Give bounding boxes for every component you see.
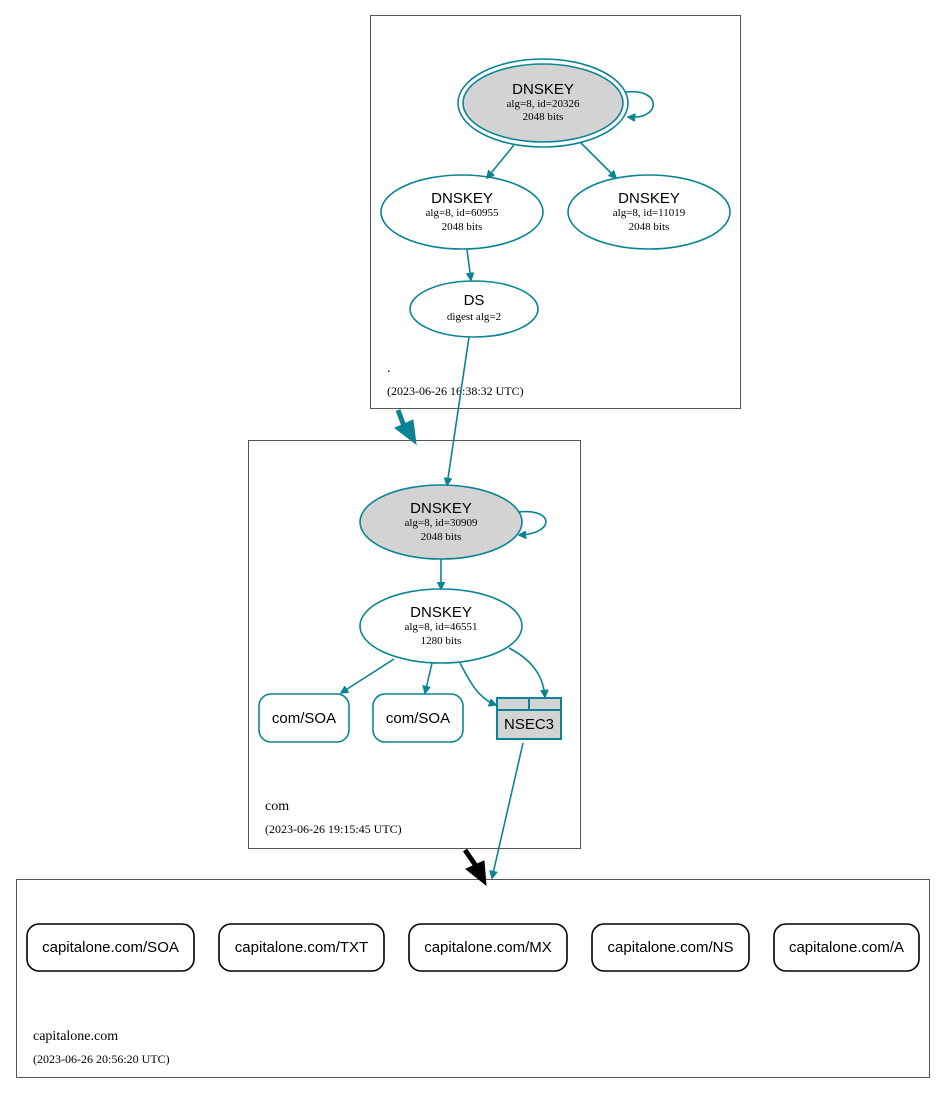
- edge-com-ksk-self: [517, 510, 547, 535]
- zone-capitalone-box: [16, 879, 930, 1078]
- zone-com: DNSKEY alg=8, id=30909 2048 bits DNSKEY …: [248, 440, 581, 849]
- edge-root-ksk-zsk1: [487, 144, 515, 178]
- com-soa1-box: [258, 693, 350, 743]
- com-zone-name: com: [265, 799, 289, 814]
- com-soa2-label: com/SOA: [386, 710, 450, 727]
- root-zsk1-ellipse: [380, 174, 544, 250]
- edge-com-zsk-nsec3-b: [508, 647, 545, 697]
- capitalone-zone-timestamp: (2023-06-26 20:56:20 UTC): [33, 1052, 170, 1066]
- root-ksk-line1: alg=8, id=20326: [507, 98, 580, 110]
- edge-root-ksk-zsk2: [580, 142, 616, 178]
- com-zsk-line1: alg=8, id=46551: [405, 621, 478, 633]
- capitalone-soa-node[interactable]: capitalone.com/SOA: [26, 923, 195, 972]
- root-zsk1-line1: alg=8, id=60955: [426, 207, 499, 219]
- edge-delegation-root-com-shaft: [395, 409, 407, 427]
- edge-delegation-root-com-head: [394, 419, 417, 446]
- com-ksk-node[interactable]: DNSKEY alg=8, id=30909 2048 bits: [359, 484, 523, 560]
- com-zsk-node[interactable]: DNSKEY alg=8, id=46551 1280 bits: [359, 588, 523, 664]
- edge-delegation-com-capitalone-shaft: [462, 848, 479, 868]
- com-zsk-line2: 1280 bits: [421, 635, 462, 647]
- com-soa1-label: com/SOA: [272, 710, 336, 727]
- root-ds-line1: digest alg=2: [447, 311, 501, 323]
- capitalone-txt-node[interactable]: capitalone.com/TXT: [218, 923, 385, 972]
- capitalone-soa-box: [26, 923, 195, 972]
- edges: [341, 90, 654, 887]
- com-soa1-node[interactable]: com/SOA: [258, 693, 350, 743]
- root-zsk2-node[interactable]: DNSKEY alg=8, id=11019 2048 bits: [567, 174, 731, 250]
- edge-com-zsk-soa2: [425, 662, 433, 693]
- root-zsk2-ellipse: [567, 174, 731, 250]
- root-ds-title: DS: [464, 292, 485, 309]
- capitalone-ns-label: capitalone.com/NS: [608, 939, 734, 956]
- com-zsk-title: DNSKEY: [410, 604, 472, 621]
- root-ksk-node[interactable]: DNSKEY alg=8, id=20326 2048 bits: [457, 58, 629, 148]
- capitalone-a-box: [773, 923, 920, 972]
- com-zone-timestamp: (2023-06-26 19:15:45 UTC): [265, 822, 402, 836]
- capitalone-txt-box: [218, 923, 385, 972]
- edge-com-zsk-nsec3-a: [459, 662, 496, 705]
- capitalone-mx-label: capitalone.com/MX: [424, 939, 552, 956]
- root-zone-timestamp: (2023-06-26 16:38:32 UTC): [387, 384, 524, 398]
- root-zsk2-line2: 2048 bits: [629, 221, 670, 233]
- root-ksk-title: DNSKEY: [512, 81, 574, 98]
- com-soa2-node[interactable]: com/SOA: [372, 693, 464, 743]
- root-zsk2-line1: alg=8, id=11019: [613, 207, 686, 219]
- edge-ds-com-ksk: [447, 336, 470, 485]
- capitalone-mx-node[interactable]: capitalone.com/MX: [408, 923, 568, 972]
- capitalone-ns-box: [591, 923, 750, 972]
- capitalone-a-node[interactable]: capitalone.com/A: [773, 923, 920, 972]
- com-ksk-title: DNSKEY: [410, 500, 472, 517]
- root-zsk1-title: DNSKEY: [431, 190, 493, 207]
- root-ksk-ellipse: [462, 63, 624, 143]
- capitalone-a-label: capitalone.com/A: [789, 939, 904, 956]
- capitalone-txt-label: capitalone.com/TXT: [235, 939, 368, 956]
- root-zsk1-line2: 2048 bits: [442, 221, 483, 233]
- com-nsec3-label: NSEC3: [504, 716, 554, 733]
- capitalone-zone-name: capitalone.com: [33, 1029, 118, 1044]
- com-ksk-line2: 2048 bits: [421, 531, 462, 543]
- com-nsec3-node[interactable]: NSEC3: [496, 697, 562, 740]
- root-ds-ellipse: [409, 280, 539, 338]
- root-ksk-line2: 2048 bits: [523, 111, 564, 123]
- capitalone-soa-label: capitalone.com/SOA: [42, 939, 179, 956]
- com-soa2-box: [372, 693, 464, 743]
- root-zone-name: .: [387, 361, 391, 376]
- root-zsk2-title: DNSKEY: [618, 190, 680, 207]
- com-ksk-line1: alg=8, id=30909: [405, 517, 478, 529]
- capitalone-ns-node[interactable]: capitalone.com/NS: [591, 923, 750, 972]
- root-zsk1-node[interactable]: DNSKEY alg=8, id=60955 2048 bits: [380, 174, 544, 250]
- edge-com-zsk-soa1: [341, 658, 395, 693]
- zone-capitalone: capitalone.com/SOA capitalone.com/TXT ca…: [16, 879, 930, 1078]
- edge-root-zsk1-ds: [467, 249, 471, 280]
- zone-root: DNSKEY alg=8, id=20326 2048 bits DNSKEY …: [370, 15, 741, 409]
- edge-delegation-com-capitalone-head: [465, 860, 487, 887]
- edge-nsec3-capitalone: [492, 742, 524, 878]
- root-ksk-outer-ring: [457, 58, 629, 148]
- root-ds-node[interactable]: DS digest alg=2: [409, 280, 539, 338]
- capitalone-mx-box: [408, 923, 568, 972]
- edge-root-ksk-self: [625, 90, 654, 118]
